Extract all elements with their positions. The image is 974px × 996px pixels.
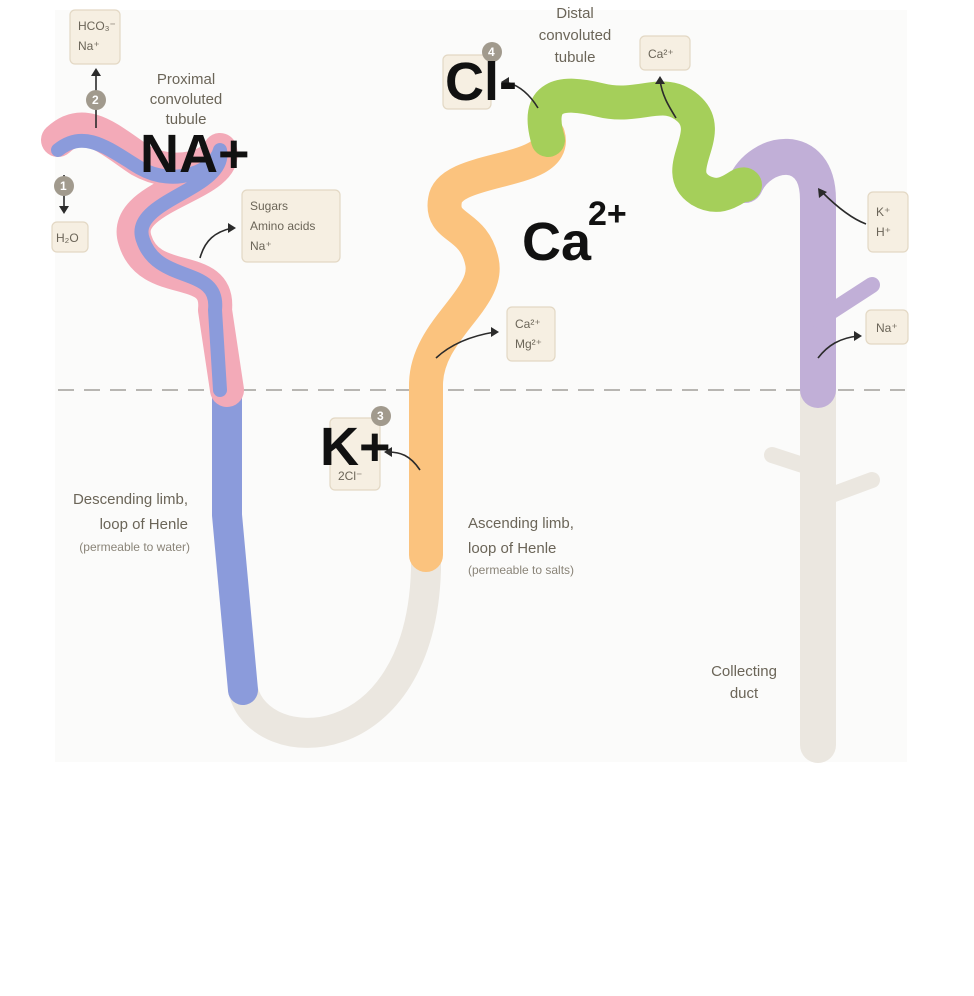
svg-text:2Cl⁻: 2Cl⁻ xyxy=(338,469,362,483)
diagram-background xyxy=(55,10,907,762)
label-collecting: Collecting duct xyxy=(711,663,777,702)
badge-4: 4 xyxy=(482,42,502,62)
label-descending: Descending limb, loop of Henle (permeabl… xyxy=(73,491,190,554)
svg-text:K⁺: K⁺ xyxy=(876,205,890,219)
box-sugars-amino-na: Sugars Amino acids Na⁺ xyxy=(241,189,341,263)
svg-text:Ca²⁺: Ca²⁺ xyxy=(648,47,674,61)
badge-1: 1 xyxy=(54,176,74,196)
box-ca-mg: Ca²⁺ Mg²⁺ xyxy=(506,306,556,362)
loop-bottom xyxy=(228,540,441,748)
svg-text:Na⁺: Na⁺ xyxy=(78,39,100,53)
distal-tubule xyxy=(527,78,762,212)
svg-text:Ca²⁺: Ca²⁺ xyxy=(515,317,541,331)
svg-text:Distal: Distal xyxy=(556,5,594,22)
svg-text:HCO₃⁻: HCO₃⁻ xyxy=(78,19,116,33)
box-h2o: H₂O xyxy=(51,221,89,253)
svg-text:duct: duct xyxy=(730,685,759,702)
badge-2: 2 xyxy=(86,90,106,110)
svg-text:Sugars: Sugars xyxy=(250,199,288,213)
svg-text:(permeable to water): (permeable to water) xyxy=(79,540,190,554)
svg-text:4: 4 xyxy=(488,45,495,59)
svg-text:loop of Henle: loop of Henle xyxy=(468,540,556,557)
svg-text:2+: 2+ xyxy=(588,195,627,233)
badge-3: 3 xyxy=(371,406,391,426)
svg-text:Amino acids: Amino acids xyxy=(250,219,315,233)
svg-text:Proximal: Proximal xyxy=(157,71,215,88)
svg-text:Ca: Ca xyxy=(522,212,592,272)
collecting-duct-lower xyxy=(764,372,880,763)
overlay-ca-label: Ca 2+ xyxy=(522,195,627,272)
svg-text:tubule: tubule xyxy=(166,111,207,128)
svg-text:H⁺: H⁺ xyxy=(876,225,891,239)
box-cl-distal xyxy=(442,54,492,110)
overlay-na-label: NA+ xyxy=(140,124,250,184)
svg-text:(permeable to salts): (permeable to salts) xyxy=(468,563,574,577)
box-2cl: 2Cl⁻ xyxy=(329,417,381,491)
box-hco3-na: HCO₃⁻ Na⁺ xyxy=(69,9,121,65)
descending-limb xyxy=(212,375,258,705)
ascending-limb xyxy=(409,118,566,572)
svg-text:H₂O: H₂O xyxy=(56,231,79,245)
box-ca-distal: Ca²⁺ xyxy=(639,35,691,71)
svg-text:convoluted: convoluted xyxy=(539,27,612,44)
label-distal: Distal convoluted tubule xyxy=(539,5,612,66)
svg-text:3: 3 xyxy=(377,409,384,423)
box-na-collecting: Na⁺ xyxy=(865,309,909,345)
svg-text:tubule: tubule xyxy=(555,49,596,66)
label-proximal: Proximal convoluted tubule xyxy=(150,71,223,128)
box-k-h: K⁺ H⁺ xyxy=(867,191,909,253)
svg-text:Na⁺: Na⁺ xyxy=(250,239,272,253)
svg-text:loop of Henle: loop of Henle xyxy=(100,516,188,533)
svg-text:Mg²⁺: Mg²⁺ xyxy=(515,337,542,351)
overlay-k-label: K+ xyxy=(320,417,391,477)
label-ascending: Ascending limb, loop of Henle (permeable… xyxy=(468,515,574,577)
svg-text:1: 1 xyxy=(60,179,67,193)
proximal-tubule xyxy=(41,112,244,407)
svg-text:Ascending limb,: Ascending limb, xyxy=(468,515,574,532)
svg-text:Collecting: Collecting xyxy=(711,663,777,680)
svg-text:convoluted: convoluted xyxy=(150,91,223,108)
svg-text:Descending limb,: Descending limb, xyxy=(73,491,188,508)
svg-text:2: 2 xyxy=(92,93,99,107)
overlay-cl-label: Cl- xyxy=(445,52,517,112)
svg-text:Na⁺: Na⁺ xyxy=(876,321,898,335)
